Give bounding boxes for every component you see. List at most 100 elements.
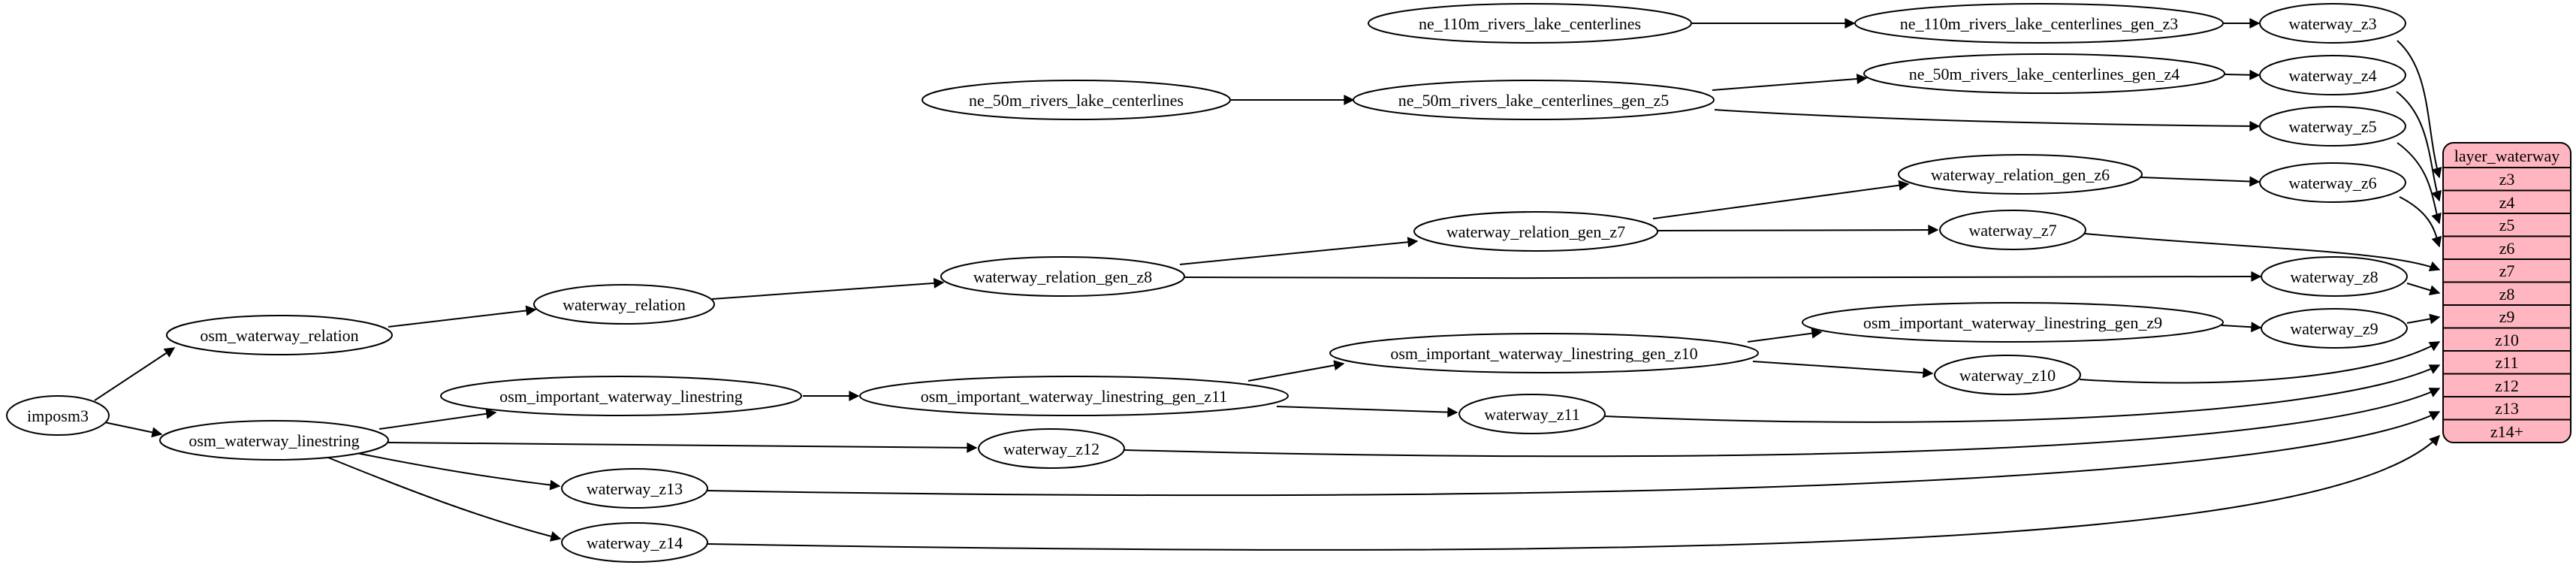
node-ne_110m_rivers_lake_centerlines: ne_110m_rivers_lake_centerlines [1368,3,1692,44]
node-label: waterway_z5 [2288,117,2376,136]
edge-waterway_z14-to-row-z14 [707,434,2440,551]
node-waterway_z9: waterway_z9 [2261,308,2408,349]
node-label: waterway_z11 [1484,405,1579,424]
node-label: ne_110m_rivers_lake_centerlines [1419,14,1641,33]
table-row-z13: z13 [2495,399,2519,418]
node-waterway_z7: waterway_z7 [1939,210,2086,250]
node-waterway_z3: waterway_z3 [2259,3,2406,44]
node-label: ne_50m_rivers_lake_centerlines [969,91,1184,110]
node-ne_110m_rivers_lake_centerlines_gen_z3: ne_110m_rivers_lake_centerlines_gen_z3 [1854,3,2224,44]
edge-osm_waterway_linestring-to-osm_important_waterway_linestring [379,408,497,430]
edges [94,18,2442,551]
edge-osm_waterway_linestring-to-waterway_z13 [352,452,561,491]
edge-waterway_z8-to-row-z8 [2406,282,2441,296]
node-waterway_z14: waterway_z14 [561,522,708,563]
table-row-z10: z10 [2495,331,2519,349]
node-osm_important_waterway_linestring_gen_z10: osm_important_waterway_linestring_gen_z1… [1329,333,1759,373]
node-waterway_relation_gen_z8: waterway_relation_gen_z8 [940,256,1185,297]
edge-gen_z10-to-gen_z9 [1747,328,1823,343]
edge-gen_z11-to-gen_z10 [1247,360,1345,382]
node-label: osm_important_waterway_linestring_gen_z1… [1390,344,1697,363]
edge-waterway_z13-to-row-z13 [707,411,2441,497]
node-label: waterway_relation [563,295,686,314]
table-row-z4: z4 [2499,193,2515,212]
table-row-z3: z3 [2499,170,2515,189]
node-label: waterway_z10 [1959,366,2056,385]
node-waterway_z6: waterway_z6 [2259,162,2406,203]
node-osm_important_waterway_linestring: osm_important_waterway_linestring [440,376,802,416]
node-waterway_z11: waterway_z11 [1458,394,1606,434]
node-label: ne_50m_rivers_lake_centerlines_gen_z5 [1398,91,1669,110]
node-waterway_z4: waterway_z4 [2259,55,2406,95]
edge-waterway_relation-to-waterway_relation_gen_z8 [711,277,945,300]
edge-waterway_z7-to-row-z7 [2084,233,2441,272]
node-waterway_z8: waterway_z8 [2261,256,2408,297]
edge-osm_waterway_relation-to-waterway_relation [388,305,537,328]
edge-waterway_z6-to-row-z6 [2399,196,2442,248]
edge-imposm3-to-osm_waterway_linestring [104,421,163,438]
edge-imposm3-to-osm_waterway_relation [94,347,176,401]
edge-ne_50m_gen_z5-to-ne_50m_gen_z4 [1712,74,1868,91]
table-row-z9: z9 [2499,307,2515,326]
edge-waterway_z5-to-row-z5 [2397,142,2442,225]
node-label: waterway_z13 [587,479,683,498]
node-label: waterway_z14 [587,533,683,552]
node-label: waterway_relation_gen_z8 [973,267,1152,286]
edge-gen_z11-to-waterway_z11 [1276,406,1458,418]
node-osm_waterway_relation: osm_waterway_relation [166,315,393,355]
node-label: waterway_z4 [2288,66,2376,85]
node-label: osm_important_waterway_linestring [499,387,743,406]
node-imposm3: imposm3 [6,395,110,436]
edge-osm_waterway_linestring-to-waterway_z14 [324,455,562,542]
node-label: waterway_relation_gen_z7 [1446,222,1625,241]
edge-waterway_relation_gen_z8-to-waterway_z8 [1183,271,2262,282]
node-osm_important_waterway_linestring_gen_z11: osm_important_waterway_linestring_gen_z1… [859,376,1289,416]
table-title: layer_waterway [2454,147,2559,165]
node-label: osm_important_waterway_linestring_gen_z9 [1863,313,2162,332]
edge-waterway_z9-to-row-z9 [2406,313,2441,325]
table-layer-waterway: layer_waterway z3 z4 z5 z6 z7 z8 z9 z10 … [2442,142,2571,443]
node-label: ne_110m_rivers_lake_centerlines_gen_z3 [1900,14,2179,33]
edge-ne_50m_gen_z4-to-waterway_z4 [2224,69,2261,80]
edge-waterway_z10-to-row-z10 [2079,341,2441,384]
node-ne_50m_rivers_lake_centerlines: ne_50m_rivers_lake_centerlines [922,80,1231,120]
table-row-z8: z8 [2499,285,2515,304]
edge-waterway_relation_gen_z8-to-waterway_relation_gen_z7 [1179,237,1419,265]
edge-gen_z9-to-waterway_z9 [2221,322,2262,333]
nodes: imposm3 osm_waterway_relation osm_waterw… [6,3,2408,563]
edge-waterway_relation_gen_z6-to-waterway_z6 [2140,176,2261,187]
node-waterway_relation_gen_z6: waterway_relation_gen_z6 [1898,154,2143,195]
edge-waterway_relation_gen_z7-to-waterway_relation_gen_z6 [1652,180,1910,219]
node-waterway_z12: waterway_z12 [978,428,1125,469]
edge-waterway_z3-to-row-z3 [2397,40,2442,179]
node-waterway_z10: waterway_z10 [1934,355,2081,395]
node-label: waterway_z7 [1968,221,2056,240]
node-label: waterway_z3 [2288,14,2376,33]
node-osm_important_waterway_linestring_gen_z9: osm_important_waterway_linestring_gen_z9 [1802,302,2224,343]
edge-waterway_z11-to-row-z11 [1604,364,2441,423]
edge-waterway_z4-to-row-z4 [2396,91,2442,202]
edge-gen_z10-to-waterway_z10 [1752,361,1934,379]
node-label: osm_waterway_linestring [189,431,359,450]
node-waterway_relation: waterway_relation [533,284,715,325]
node-label: waterway_z8 [2290,267,2378,286]
node-label: waterway_z9 [2290,319,2378,338]
node-waterway_z13: waterway_z13 [561,468,708,509]
table-row-z14plus: z14+ [2490,422,2523,441]
node-label: waterway_relation_gen_z6 [1931,165,2110,184]
edge-ne_50m_gen_z5-to-waterway_z5 [1714,109,2261,131]
node-ne_50m_rivers_lake_centerlines_gen_z5: ne_50m_rivers_lake_centerlines_gen_z5 [1353,80,1715,120]
table-row-z12: z12 [2495,376,2519,395]
node-label: osm_waterway_relation [200,326,358,345]
edge-waterway_relation_gen_z7-to-waterway_z7 [1656,225,1939,236]
node-osm_waterway_linestring: osm_waterway_linestring [159,420,389,461]
edge-waterway_z12-to-row-z12 [1124,388,2441,458]
node-label: waterway_z6 [2288,174,2376,192]
node-waterway_z5: waterway_z5 [2259,106,2406,147]
table-row-z7: z7 [2499,261,2515,280]
node-label: imposm3 [27,406,89,425]
table-row-z11: z11 [2496,353,2519,372]
node-label: osm_important_waterway_linestring_gen_z1… [921,387,1228,406]
